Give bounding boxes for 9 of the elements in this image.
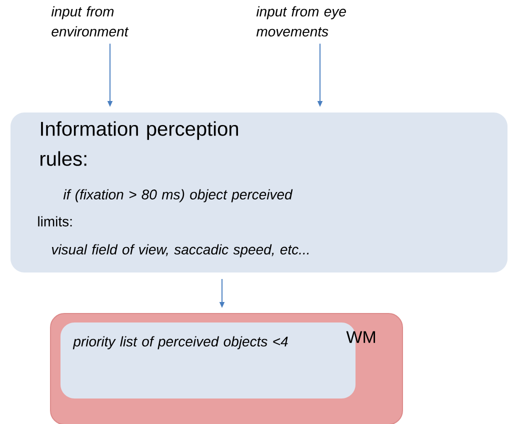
box-text: priority list of perceived objects <4 [72, 336, 288, 350]
input-label: input from environment [51, 6, 129, 36]
box-label: WM [346, 331, 376, 343]
box-text: limits: [38, 216, 72, 226]
box-text: visual field of view, saccadic speed, etc... [52, 244, 309, 258]
heading: Information perception [41, 121, 238, 140]
heading: rules: [40, 151, 86, 166]
input-label: input from eye movements [256, 6, 346, 36]
box-text: if (fixation > 80 ms) object perceived [63, 189, 293, 202]
